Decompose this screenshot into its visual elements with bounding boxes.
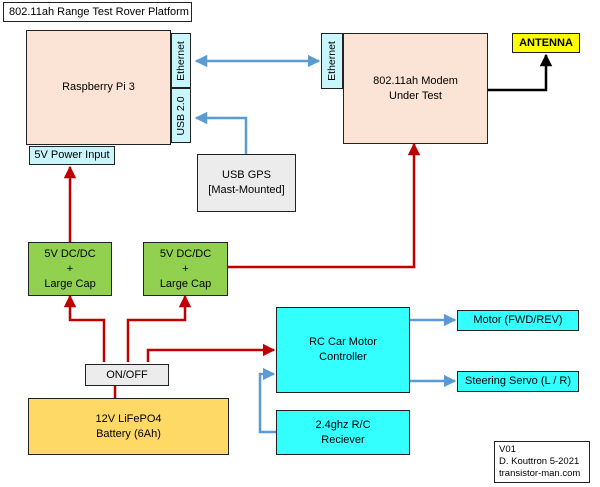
power-switch-label: ON/OFF xyxy=(106,368,148,381)
diagram-title: 802.11ah Range Test Rover Platform xyxy=(3,2,192,22)
gps-line1: USB GPS xyxy=(222,169,271,181)
switch-to-dcdc-right xyxy=(126,294,192,362)
antenna-label: ANTENNA xyxy=(519,36,573,49)
steering-label: Steering Servo (L / R) xyxy=(465,375,571,387)
dcdc-left-line2: + xyxy=(66,262,74,275)
motor-label: Motor (FWD/REV) xyxy=(473,314,563,326)
dcdc-right-line1: 5V DC/DC xyxy=(159,247,212,260)
gps-line2: [Mast-Mounted] xyxy=(208,184,285,196)
power-input-label: 5V Power Input xyxy=(34,149,110,161)
receiver-line1: 2.4ghz R/C xyxy=(315,418,371,431)
power-input-box: 5V Power Input xyxy=(29,146,115,165)
modem-line2: Under Test xyxy=(389,89,442,102)
dcdc-right-to-modem xyxy=(228,142,421,269)
motor-controller-line2: Controller xyxy=(319,351,367,363)
gps-box: USB GPS [Mast-Mounted] xyxy=(197,154,296,212)
version-line3: transistor-man.com xyxy=(499,468,581,479)
raspberry-pi-label: Raspberry Pi 3 xyxy=(62,81,135,93)
pi-ethernet-label: Ethernet xyxy=(175,40,187,81)
dcdc-right-line3: Large Cap xyxy=(159,277,212,290)
pi-usb-port: USB 2.0 xyxy=(171,88,191,143)
version-line1: V01 xyxy=(499,444,516,455)
raspberry-pi-box: Raspberry Pi 3 xyxy=(26,30,171,145)
motor-box: Motor (FWD/REV) xyxy=(457,310,579,331)
receiver-to-controller xyxy=(258,367,276,434)
modem-ethernet-port: Ethernet xyxy=(321,33,343,89)
battery-box: 12V LiFePO4 Battery (6Ah) xyxy=(28,398,229,455)
battery-line2: Battery (6Ah) xyxy=(96,427,161,440)
battery-line1: 12V LiFePO4 xyxy=(95,412,162,425)
pi-ethernet-port: Ethernet xyxy=(171,33,191,88)
modem-box: 802.11ah Modem Under Test xyxy=(343,33,488,144)
motor-controller-box: RC Car Motor Controller xyxy=(276,307,410,393)
version-block: V01 D. Kouttron 5-2021 transistor-man.co… xyxy=(494,441,590,483)
dcdc-left-box: 5V DC/DC + Large Cap xyxy=(28,242,112,296)
gps-usb-link xyxy=(194,111,248,154)
power-switch-box: ON/OFF xyxy=(85,364,169,386)
receiver-line2: Reciever xyxy=(321,433,365,446)
pi-usb-label: USB 2.0 xyxy=(175,95,187,136)
dcdc-right-box: 5V DC/DC + Large Cap xyxy=(143,242,228,296)
dcdc-right-line2: + xyxy=(182,262,189,275)
steering-box: Steering Servo (L / R) xyxy=(457,371,579,392)
motor-controller-line1: RC Car Motor xyxy=(309,336,377,348)
dcdc-left-line3: Large Cap xyxy=(44,277,96,290)
modem-ethernet-label: Ethernet xyxy=(326,41,338,81)
receiver-box: 2.4ghz R/C Reciever xyxy=(276,410,410,455)
dcdc-left-line1: 5V DC/DC xyxy=(44,247,96,260)
switch-to-motor-controller xyxy=(146,343,276,362)
version-line2: D. Kouttron 5-2021 xyxy=(499,456,580,467)
antenna-link xyxy=(488,53,553,92)
antenna-box: ANTENNA xyxy=(512,33,580,53)
switch-to-dcdc-left xyxy=(63,294,106,362)
modem-line1: 802.11ah Modem xyxy=(373,74,458,87)
